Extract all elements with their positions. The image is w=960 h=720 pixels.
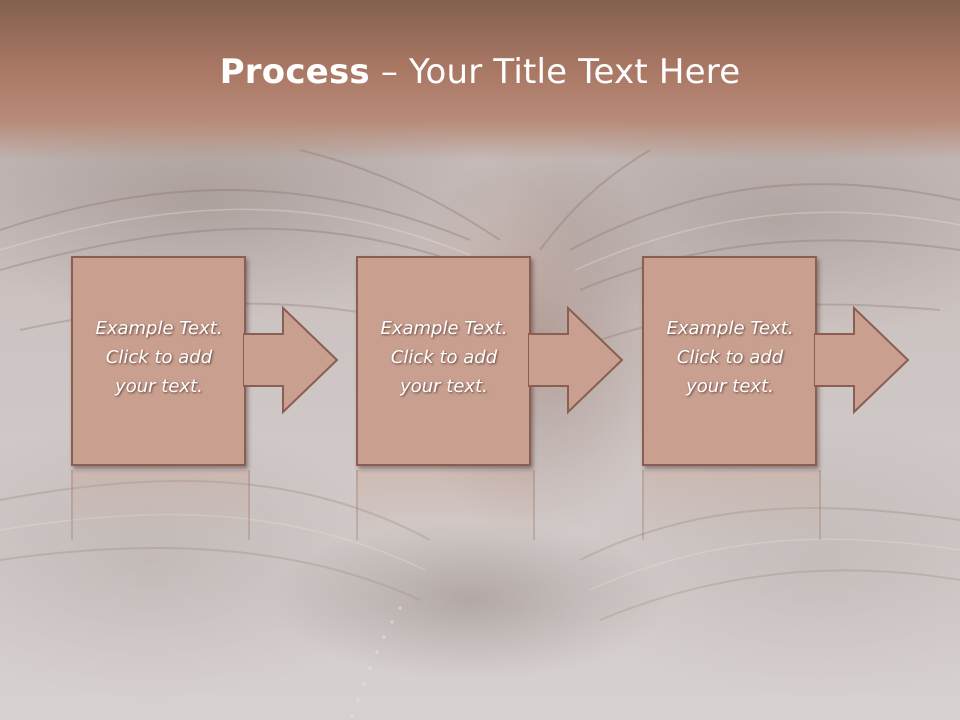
step-box[interactable]: Example Text. Click to add your text. [71, 256, 246, 466]
step-text[interactable]: Example Text. Click to add your text. [79, 314, 239, 401]
step-text-line: Click to add [390, 347, 498, 368]
process-step-2[interactable]: Example Text. Click to add your text. [356, 256, 531, 466]
step-text[interactable]: Example Text. Click to add your text. [650, 314, 810, 401]
step-text-line: Example Text. [666, 318, 794, 339]
step-text-line: Click to add [105, 347, 213, 368]
step-text-line: your text. [400, 376, 488, 397]
step-1-reflection [71, 470, 250, 540]
process-step-1[interactable]: Example Text. Click to add your text. [71, 256, 246, 466]
step-text-line: your text. [115, 376, 203, 397]
step-text[interactable]: Example Text. Click to add your text. [364, 314, 524, 401]
title-rest-part: – Your Title Text Here [369, 52, 741, 92]
step-text-line: your text. [686, 376, 774, 397]
page-title[interactable]: Process – Your Title Text Here [0, 52, 960, 92]
title-bold-part: Process [219, 52, 370, 92]
step-text-line: Example Text. [380, 318, 508, 339]
title-banner [0, 0, 960, 160]
step-box[interactable]: Example Text. Click to add your text. [356, 256, 531, 466]
arrow-right-icon [243, 306, 339, 415]
step-text-line: Click to add [676, 347, 784, 368]
step-box[interactable]: Example Text. Click to add your text. [642, 256, 817, 466]
arrow-right-icon [814, 306, 910, 415]
process-step-3[interactable]: Example Text. Click to add your text. [642, 256, 817, 466]
step-2-reflection [356, 470, 535, 540]
step-3-reflection [642, 470, 821, 540]
arrow-right-icon [528, 306, 624, 415]
step-text-line: Example Text. [95, 318, 223, 339]
